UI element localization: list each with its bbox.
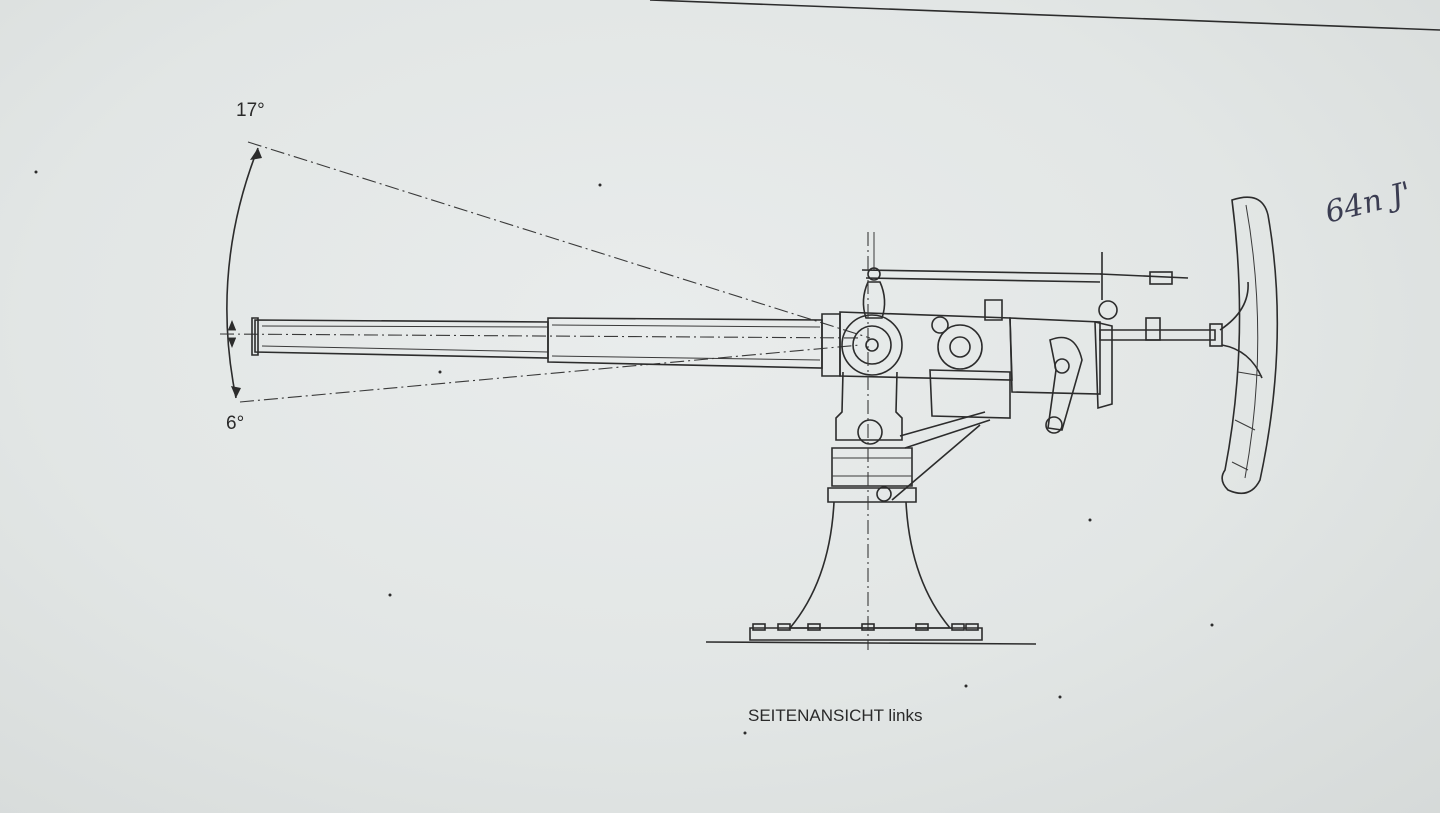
depression-angle-label: 6° [226, 413, 245, 434]
breech-mechanism [1009, 317, 1223, 434]
page-top-edge [649, 0, 1440, 31]
sight-lines [219, 141, 871, 403]
shoulder-rest [1219, 196, 1279, 495]
drawing-caption: SEITENANSICHT links [748, 706, 923, 725]
base-plate [705, 623, 1037, 645]
pedestal [788, 232, 991, 650]
elevation-arc [226, 147, 262, 399]
paper-specks [34, 170, 1214, 735]
barrel [251, 313, 841, 377]
sight-bar [861, 232, 1189, 320]
elevation-angle-label: 17° [236, 100, 265, 121]
